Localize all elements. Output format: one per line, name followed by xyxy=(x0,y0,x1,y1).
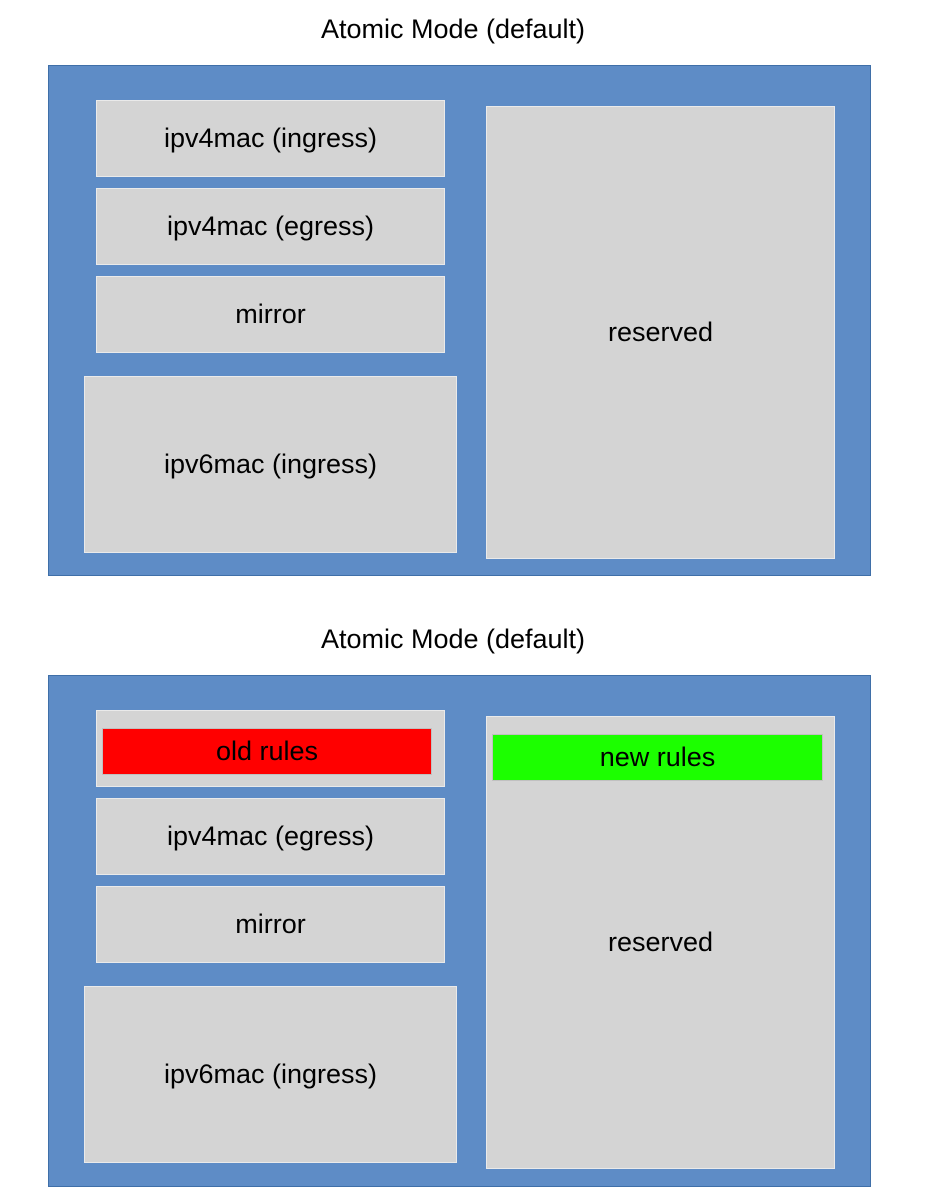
diagram-2-reserved-block: reserved xyxy=(486,716,835,1169)
block-label: ipv4mac (egress) xyxy=(166,821,375,851)
diagram-2-title: Atomic Mode (default) xyxy=(320,624,586,654)
diagram-2-new-rules-bar: new rules xyxy=(492,734,823,781)
diagram-1-ipv4mac-egress-block: ipv4mac (egress) xyxy=(96,188,445,265)
block-label: ipv6mac (ingress) xyxy=(163,449,378,479)
block-label: reserved xyxy=(607,927,714,957)
diagram-2-ipv4mac-egress-block: ipv4mac (egress) xyxy=(96,798,445,875)
block-label: reserved xyxy=(607,317,714,347)
block-label: mirror xyxy=(235,299,306,329)
diagram-1-reserved-block: reserved xyxy=(486,106,835,559)
block-label: ipv6mac (ingress) xyxy=(163,1059,378,1089)
diagram-1-mirror-block: mirror xyxy=(96,276,445,353)
block-label: mirror xyxy=(235,909,306,939)
diagram-1-title: Atomic Mode (default) xyxy=(320,14,586,44)
diagram-1-ipv6mac-ingress-block: ipv6mac (ingress) xyxy=(84,376,457,553)
block-label: new rules xyxy=(599,742,716,772)
block-label: ipv4mac (ingress) xyxy=(163,123,378,153)
diagram-2-old-rules-bar: old rules xyxy=(102,728,432,775)
diagram-2-ipv6mac-ingress-block: ipv6mac (ingress) xyxy=(84,986,457,1163)
diagram-1-ipv4mac-ingress-block: ipv4mac (ingress) xyxy=(96,100,445,177)
block-label: old rules xyxy=(215,736,319,766)
diagram-2-mirror-block: mirror xyxy=(96,886,445,963)
block-label: ipv4mac (egress) xyxy=(166,211,375,241)
